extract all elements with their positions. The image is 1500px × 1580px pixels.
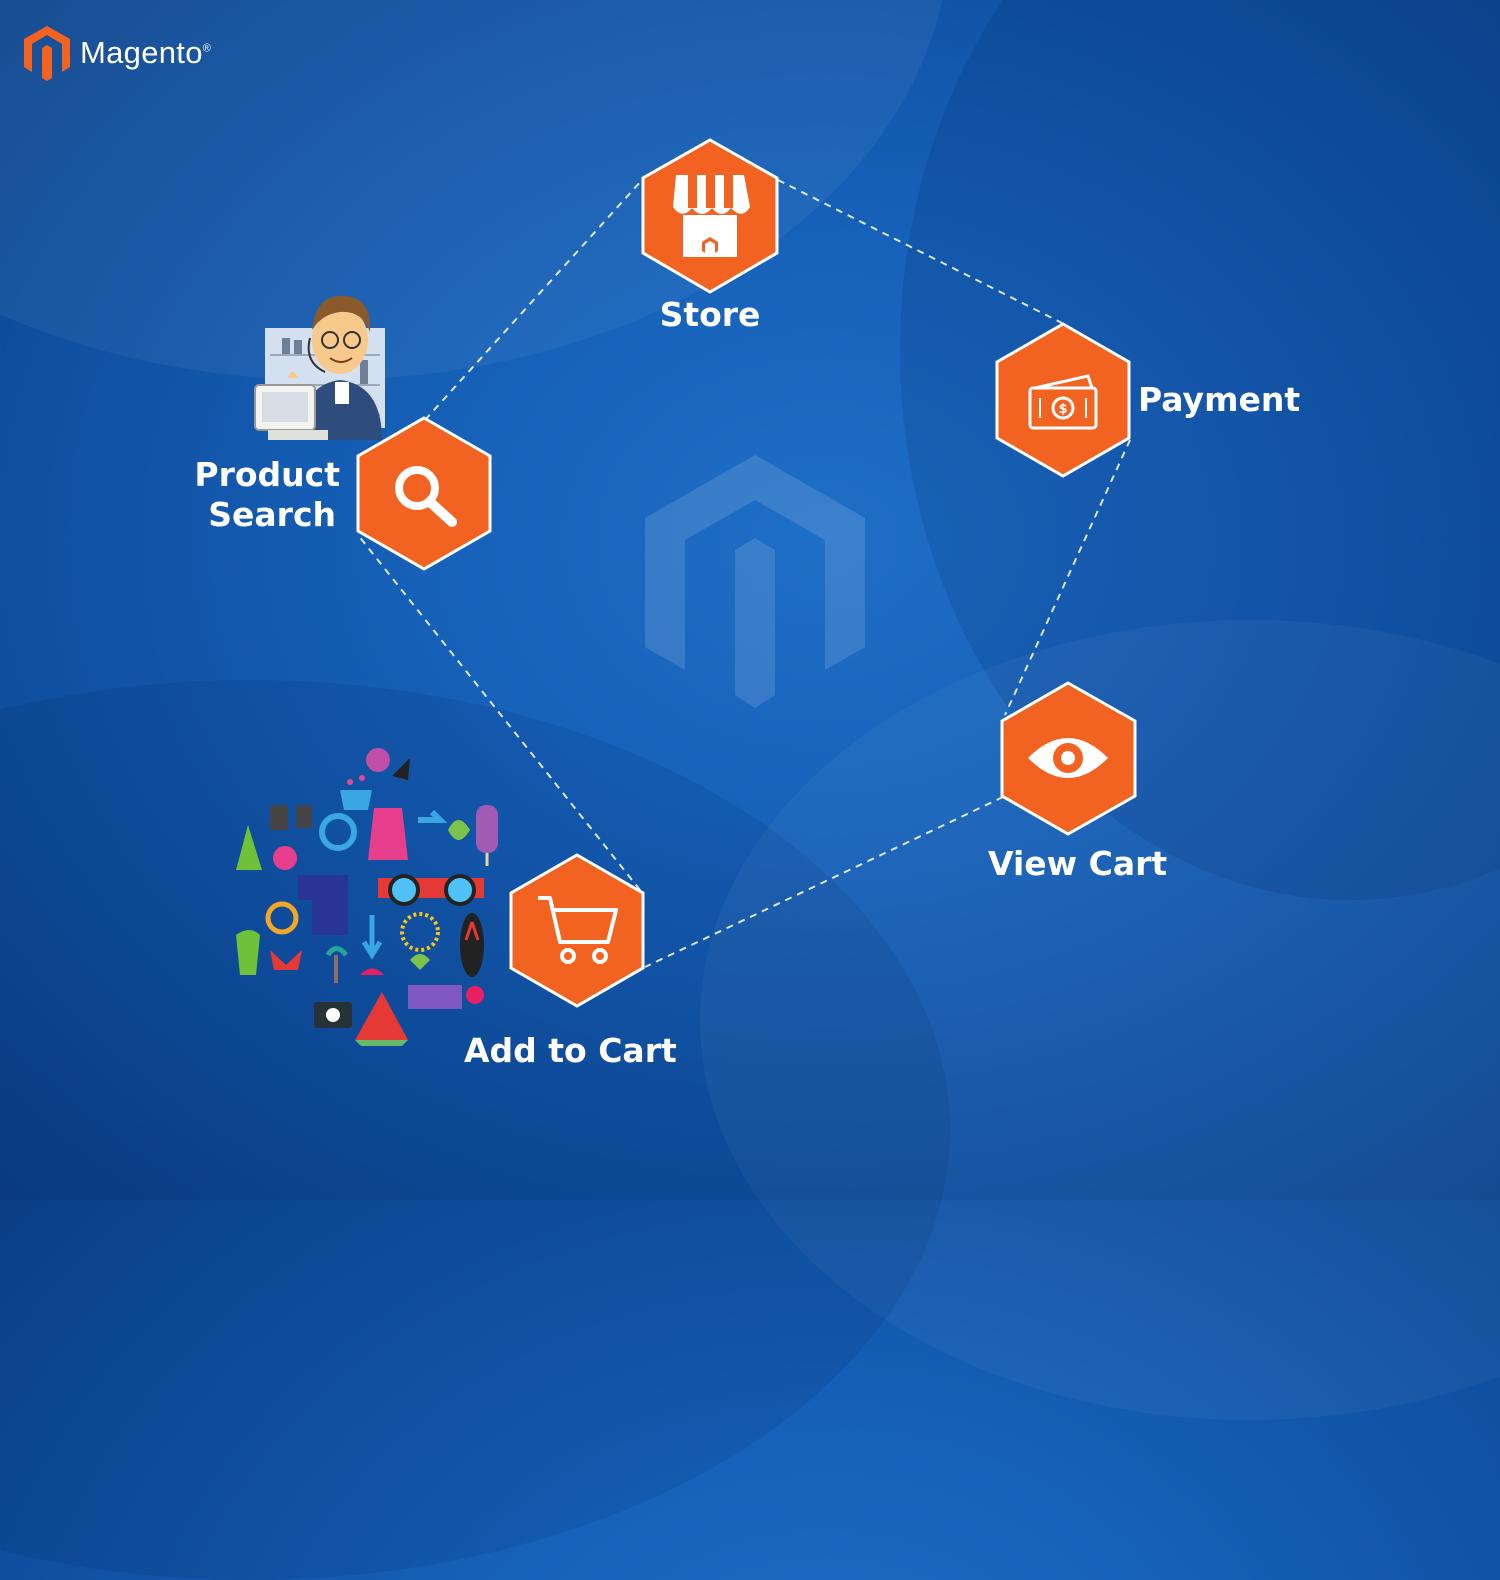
connector-search-store [424, 179, 643, 421]
magento-watermark-icon [645, 455, 865, 708]
brand-logo: Magento® [22, 24, 211, 82]
product-collage-illustration [236, 748, 498, 1046]
cart-icon [538, 896, 618, 964]
payment-card-icon [1028, 374, 1098, 430]
step-store[interactable] [641, 138, 779, 294]
step-add-to-cart[interactable] [509, 853, 645, 1008]
brand-name: Magento® [80, 35, 212, 70]
dollar-sign-icon: $ [1058, 402, 1067, 417]
support-agent-illustration [254, 295, 385, 440]
search-icon [395, 466, 457, 527]
connector-addtocart-search [357, 534, 641, 891]
store-icon [673, 175, 750, 257]
connector-viewcart-addtocart [644, 796, 1004, 968]
step-label-product-search-line2: Search [208, 495, 336, 534]
step-label-product-search-line1: Product [194, 455, 340, 494]
connector-payment-viewcart [1004, 439, 1131, 716]
workflow-diagram: $ [194, 138, 1300, 1070]
magento-logo-icon [24, 26, 70, 81]
eye-icon [1028, 738, 1108, 778]
step-label-payment: Payment [1138, 380, 1300, 419]
step-label-add-to-cart: Add to Cart [464, 1031, 677, 1070]
step-label-store: Store [660, 295, 761, 334]
step-payment[interactable]: $ [995, 322, 1131, 478]
step-view-cart[interactable] [1000, 681, 1137, 836]
step-label-view-cart: View Cart [988, 844, 1167, 883]
connector-store-payment [777, 179, 1063, 324]
step-product-search[interactable] [356, 416, 492, 571]
